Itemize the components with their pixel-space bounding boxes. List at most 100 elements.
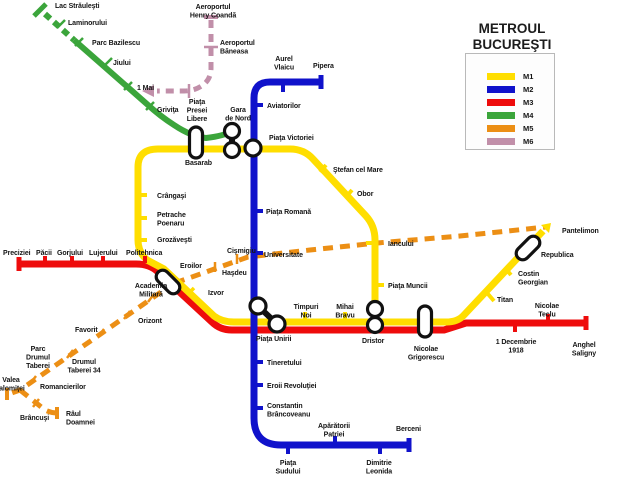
line-m4-dashed-section xyxy=(42,11,77,43)
tick-parc-bazilescu xyxy=(74,37,84,47)
legend-row-m6: M6 xyxy=(487,137,554,146)
legend-swatch-m5 xyxy=(487,125,515,132)
tick-titan xyxy=(486,292,496,303)
station-label-gara-de-nord: Gara xyxy=(230,107,246,114)
legend-row-m1: M1 xyxy=(487,72,554,81)
legend-row-m3: M3 xyxy=(487,98,554,107)
interchange-dristor-a xyxy=(365,299,385,319)
station-label-aeroportul-henry-coanda: Aeroportul xyxy=(196,4,231,11)
legend-label-m2: M2 xyxy=(523,85,534,94)
interchange-republica xyxy=(514,234,542,262)
station-label-romancierilor: Romancierilor xyxy=(40,384,86,391)
map-title-line2: BUCUREŞTI xyxy=(472,36,552,52)
tick-jiului xyxy=(103,57,113,67)
tick-costin-georgian xyxy=(503,266,513,277)
interchange-gara-de-nord-a xyxy=(222,121,242,141)
station-label-piata-unirii: Piaţa Unirii xyxy=(256,336,292,343)
legend-row-m5: M5 xyxy=(487,124,554,133)
interchange-piata-victoriei xyxy=(243,138,263,158)
station-label-timpuri-noi: Noi xyxy=(301,313,312,320)
station-label-piata-presei-libere: Presei xyxy=(187,108,208,115)
station-label-crangasi: Crângaşi xyxy=(157,193,186,200)
station-label-raul-doamnei: Doamnei xyxy=(66,420,95,427)
station-label-aviatorilor: Aviatorilor xyxy=(267,103,301,110)
station-label-nicolae-teclu: Nicolae xyxy=(535,303,559,310)
station-label-politehnica: Politehnica xyxy=(126,250,162,257)
station-label-lac-straulesti: Lac Străuleşti xyxy=(55,3,100,10)
station-label-timpuri-noi: Timpuri xyxy=(294,304,319,311)
legend-swatch-m3 xyxy=(487,99,515,106)
legend-label-m1: M1 xyxy=(523,72,534,81)
line-m5-northeast xyxy=(174,224,547,286)
tick-obor xyxy=(344,188,354,199)
line-m6-airport xyxy=(157,20,214,94)
station-label-piata-sudului: Piaţa xyxy=(280,460,296,467)
station-label-costin-georgian: Costin xyxy=(518,271,539,278)
line-m5-southwest xyxy=(8,289,163,397)
line-m1-loop xyxy=(134,145,446,326)
station-label-piata-romana: Piaţa Romană xyxy=(266,209,311,216)
station-label-anghel-saligny: Anghel xyxy=(572,342,595,349)
station-label-pipera: Pipera xyxy=(313,63,334,70)
station-label-1-decembrie-1918: 1 Decembrie xyxy=(496,339,537,346)
station-label-piata-presei-libere: Libere xyxy=(187,116,208,123)
tick-brancusi xyxy=(32,398,40,408)
station-label-nicolae-teclu: Teclu xyxy=(538,312,555,319)
tick-izvor xyxy=(185,286,196,297)
station-label-berceni: Berceni xyxy=(396,426,421,433)
interchange-gara-de-nord-b xyxy=(222,140,242,160)
station-label-anghel-saligny: Saligny xyxy=(572,351,596,358)
station-label-jiului: Jiului xyxy=(113,60,131,67)
legend-swatch-m4 xyxy=(487,112,515,119)
m1-arrow-pantelimon xyxy=(541,223,551,233)
station-label-titan: Titan xyxy=(497,297,513,304)
station-label-lujerului: Lujerului xyxy=(89,250,118,257)
station-label-nicolae-grigorescu: Grigorescu xyxy=(408,355,444,362)
station-label-iancului: Iancului xyxy=(388,241,414,248)
station-label-aparatorii-patriei: Apărătorii xyxy=(318,423,350,430)
station-label-academia-militara: Academia xyxy=(135,283,167,290)
station-label-academia-militara: Militară xyxy=(139,292,163,299)
station-label-petrache-poenaru: Petrache xyxy=(157,212,186,219)
station-label-orizont: Orizont xyxy=(138,318,163,325)
station-label-piata-sudului: Sudului xyxy=(276,469,301,476)
tick-grivita xyxy=(145,101,155,111)
station-label-favorit: Favorit xyxy=(75,327,98,334)
interchange-basarab xyxy=(187,125,205,160)
station-label-hasdeu: Haşdeu xyxy=(222,270,247,277)
m4-terminus-lac-straulesti xyxy=(32,2,48,18)
station-label-eroilor: Eroilor xyxy=(180,263,202,270)
station-label-preciziei: Preciziei xyxy=(3,250,31,257)
legend-label-m4: M4 xyxy=(523,111,534,120)
tick-stefan-cel-mare xyxy=(318,163,328,174)
station-label-nicolae-grigorescu: Nicolae xyxy=(414,346,438,353)
legend-swatch-m6 xyxy=(487,138,515,145)
legend-swatch-m1 xyxy=(487,73,515,80)
m6-arrow-1-mai xyxy=(142,85,154,97)
station-label-dimitrie-leonida: Dimitrie xyxy=(366,460,391,467)
line-m3-main xyxy=(19,260,586,334)
tick-romancierilor xyxy=(29,375,37,385)
station-label-constantin-brancoveanu: Constantin xyxy=(267,403,303,410)
line-m2-main xyxy=(250,78,409,449)
station-label-dimitrie-leonida: Leonida xyxy=(366,469,392,476)
station-label-drumul-taberei-34: Drumul xyxy=(72,359,96,366)
legend-row-m4: M4 xyxy=(487,111,554,120)
station-label-dristor: Dristor xyxy=(362,338,385,345)
station-label-petrache-poenaru: Poenaru xyxy=(157,221,184,228)
station-label-aeroportul-baneasa: Băneasa xyxy=(220,49,248,56)
tick-orizont xyxy=(123,310,131,320)
station-label-basarab: Basarab xyxy=(185,160,212,167)
station-label-valea-ialomitei: Ialomiţei xyxy=(0,386,25,393)
station-label-drumul-taberei-34: Taberei 34 xyxy=(67,368,100,375)
station-label-brancusi: Brâncuşi xyxy=(20,415,49,422)
station-label-universitate: Universitate xyxy=(264,252,303,259)
station-label-republica: Republica xyxy=(541,252,574,259)
map-title-line1: METROUL xyxy=(478,21,546,36)
station-label-piata-victoriei: Piaţa Victoriei xyxy=(269,135,314,142)
station-label-grivita: Griviţa xyxy=(157,107,179,114)
legend-label-m6: M6 xyxy=(523,137,534,146)
station-label-piata-presei-libere: Piaţa xyxy=(189,99,205,106)
